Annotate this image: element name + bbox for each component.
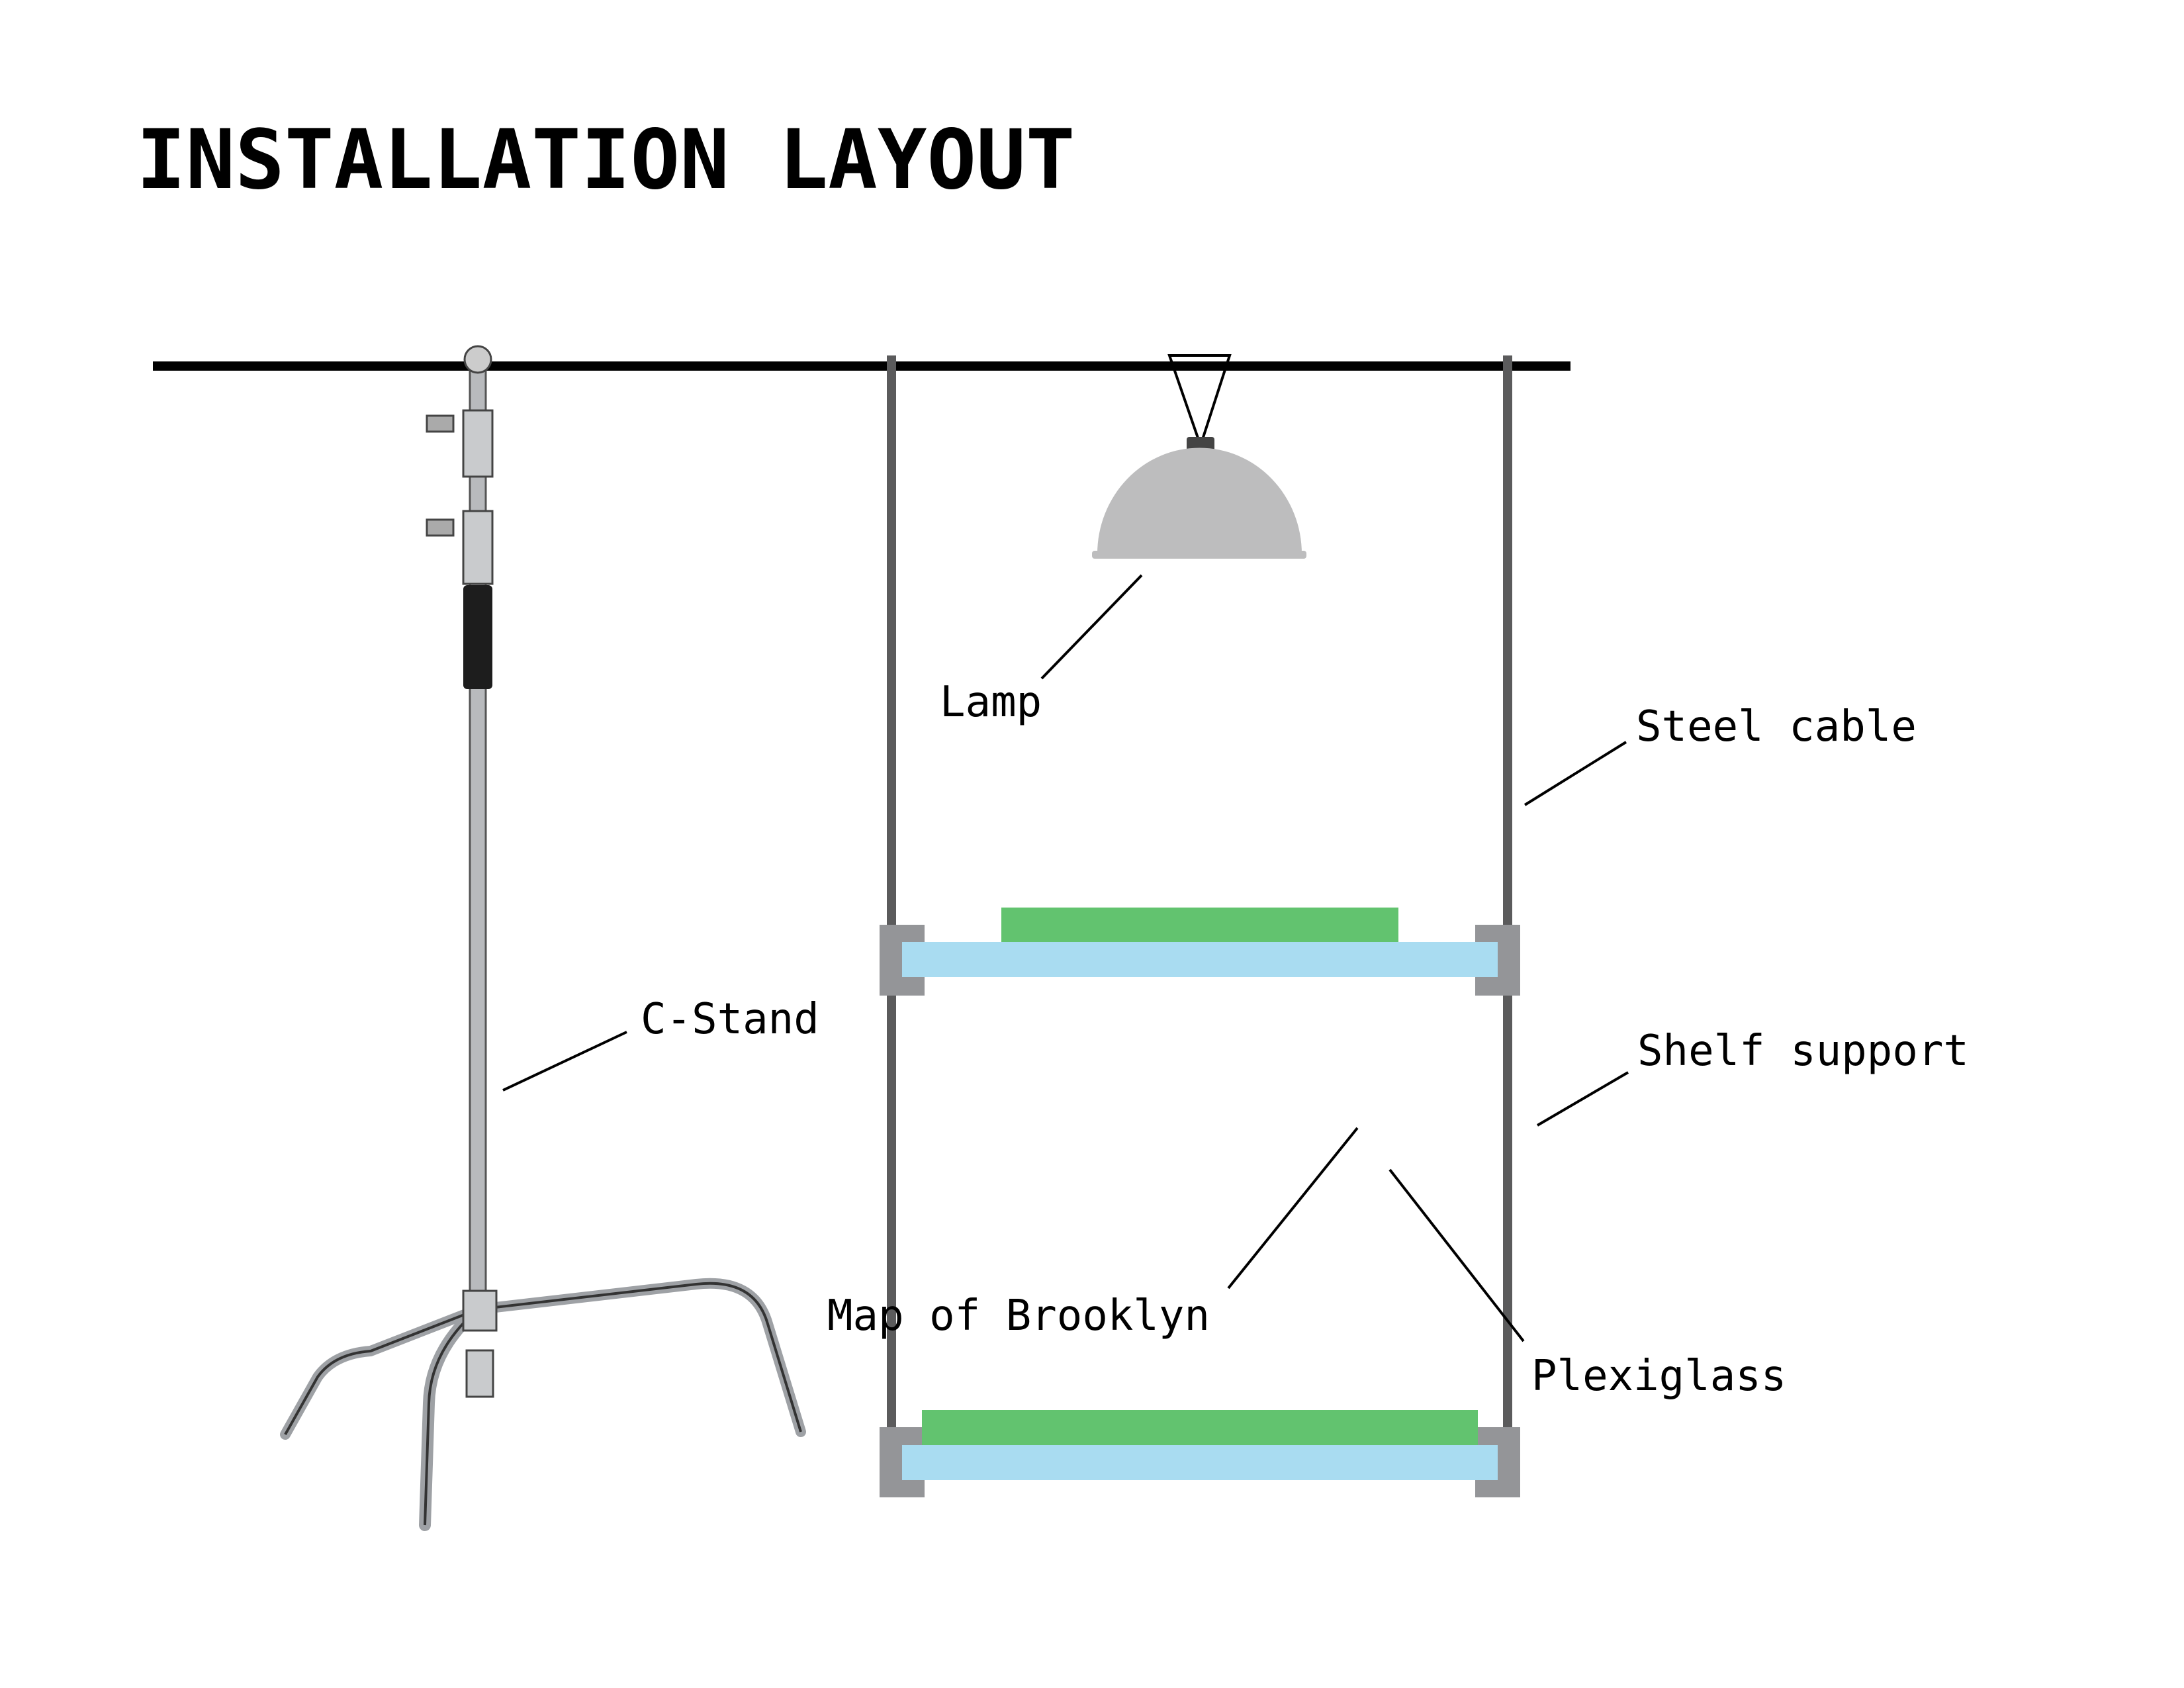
overhead-rod xyxy=(153,361,1570,371)
map-upper xyxy=(1001,908,1398,942)
label-steel-cable: Steel cable xyxy=(1636,702,1917,751)
steel-cable-leader-line xyxy=(1524,741,1627,806)
lower-shelf xyxy=(880,1410,1520,1497)
label-lamp: Lamp xyxy=(940,678,1042,727)
map-leader-line xyxy=(1227,1127,1359,1289)
map-lower xyxy=(922,1410,1478,1445)
plexiglass-upper xyxy=(902,942,1498,977)
page-title: INSTALLATION LAYOUT xyxy=(136,113,1075,208)
label-shelf-support: Shelf support xyxy=(1637,1027,1969,1076)
label-c-stand: C-Stand xyxy=(641,995,819,1044)
c-stand-illustration xyxy=(280,345,806,1531)
c-stand-leader-line xyxy=(502,1031,627,1092)
label-map-of-brooklyn: Map of Brooklyn xyxy=(827,1291,1210,1340)
lamp-leader-line xyxy=(1040,574,1143,680)
plexiglass-leader-line xyxy=(1388,1168,1525,1342)
upper-shelf xyxy=(880,908,1520,996)
label-plexiglass: Plexiglass xyxy=(1531,1352,1786,1401)
plexiglass-lower xyxy=(902,1445,1498,1480)
lamp-illustration xyxy=(1092,354,1306,559)
shelf-support-leader-line xyxy=(1536,1071,1629,1127)
